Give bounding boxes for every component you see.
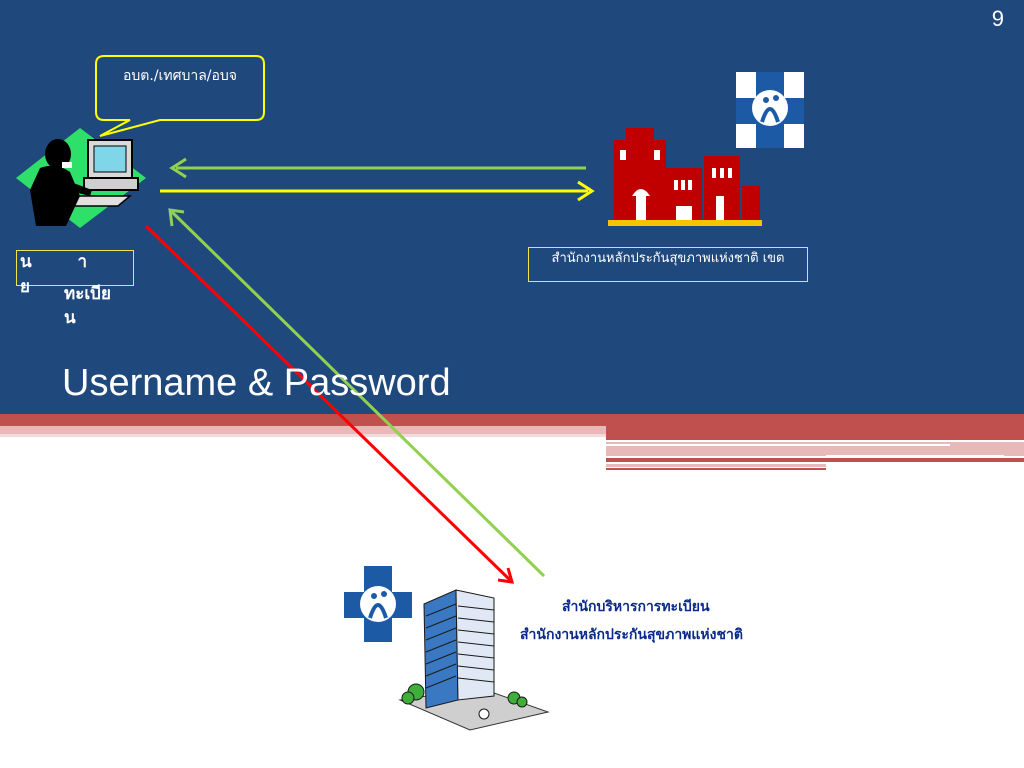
registrar-label-line2: ทะเบีย น bbox=[64, 284, 111, 328]
arrow-green-top bbox=[169, 157, 586, 179]
central-office-line2: สำนักงานหลักประกันสุขภาพแห่งชาติ bbox=[520, 627, 743, 643]
local-org-bubble-text: อบต./เทศบาล/อบจ bbox=[123, 68, 237, 84]
central-office-line1: สำนักบริหารการทะเบียน bbox=[562, 599, 710, 615]
region-office-box bbox=[528, 247, 808, 282]
registrar-label-line1: น า ย bbox=[20, 252, 108, 297]
speech-bubble bbox=[95, 55, 265, 137]
region-office-label: สำนักงานหลักประกันสุขภาพแห่งชาติ เขต bbox=[551, 251, 785, 266]
arrow-red bbox=[144, 224, 515, 584]
decorative-band bbox=[606, 464, 826, 467]
red-buildings-icon bbox=[608, 128, 762, 226]
computer-user-icon bbox=[16, 128, 146, 228]
office-tower-icon bbox=[398, 589, 550, 731]
registrar-box bbox=[16, 250, 134, 286]
decorative-band bbox=[606, 432, 1024, 440]
arrow-green-diagonal bbox=[168, 208, 546, 578]
decorative-band bbox=[0, 426, 606, 434]
nhso-logo-icon bbox=[736, 72, 804, 148]
page-number: 9 bbox=[991, 6, 1004, 31]
slide-title: Username & Password bbox=[62, 362, 451, 404]
decorative-band bbox=[606, 444, 950, 446]
nhso-logo-icon bbox=[344, 566, 412, 642]
arrow-yellow bbox=[160, 180, 595, 202]
decorative-band bbox=[0, 434, 606, 437]
decorative-band bbox=[826, 455, 1004, 458]
decorative-band bbox=[606, 468, 826, 470]
decorative-band bbox=[606, 458, 1024, 462]
